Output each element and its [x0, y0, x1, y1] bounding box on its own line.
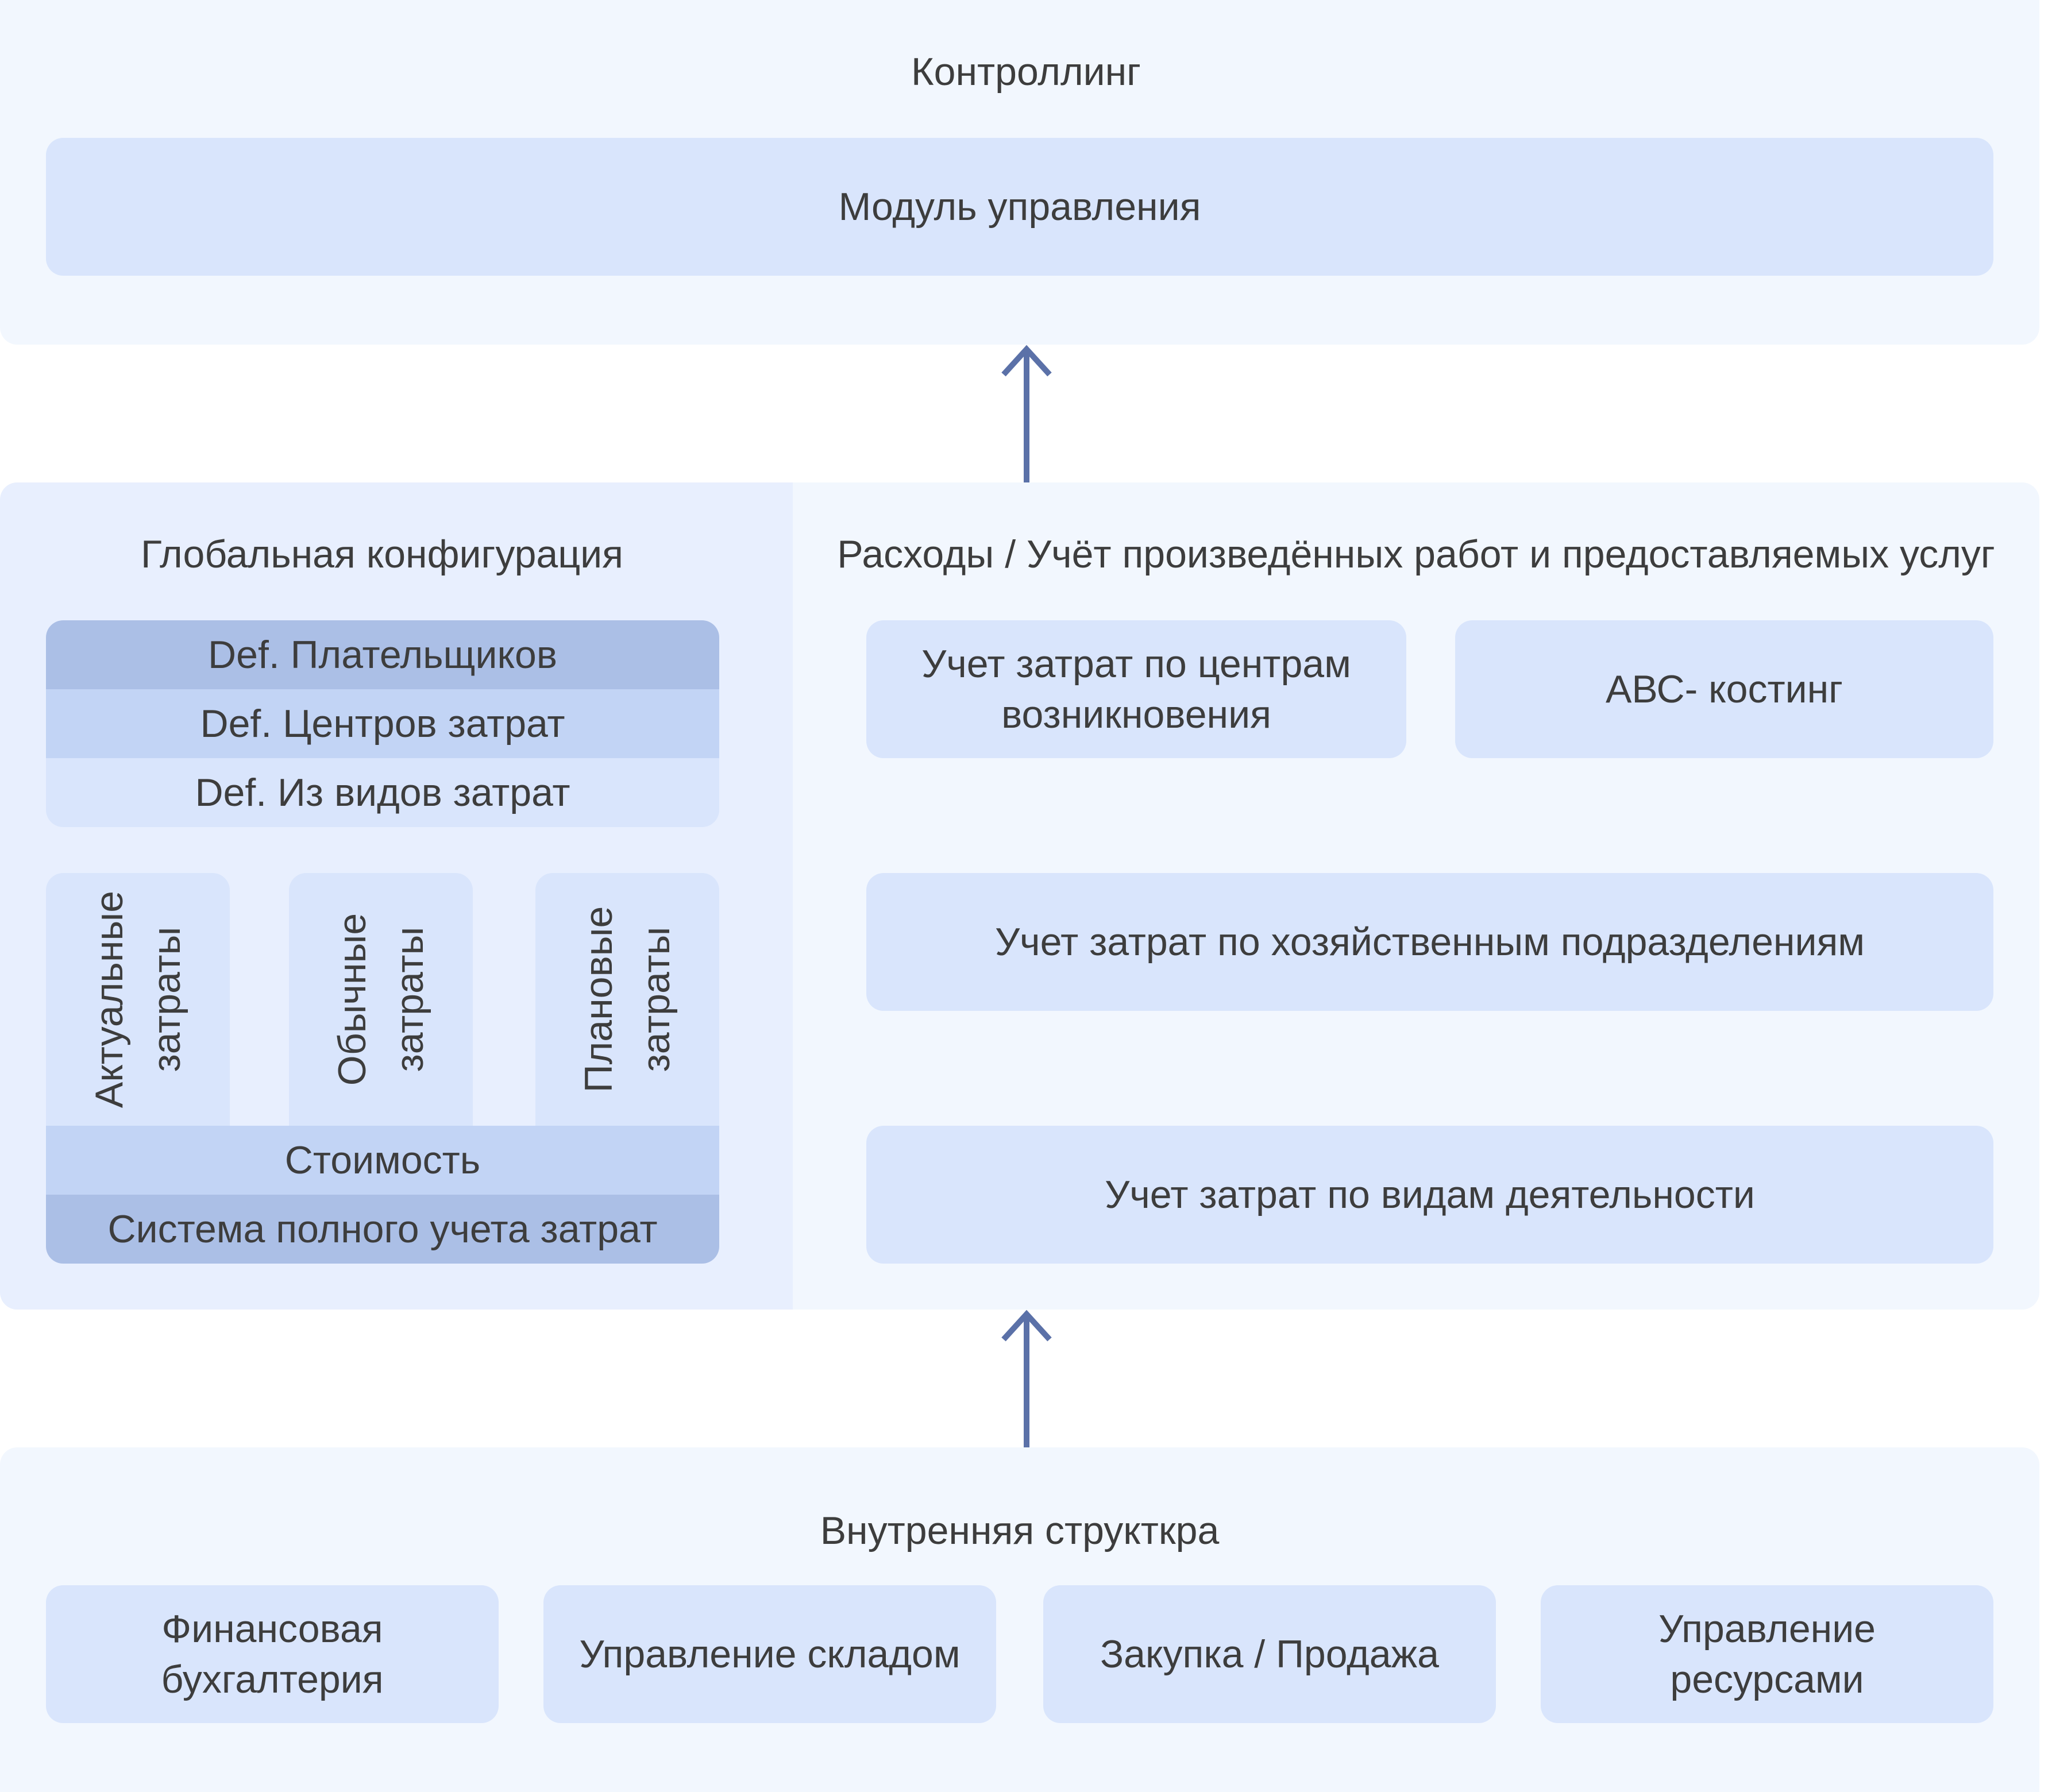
usual-costs-line2: затраты	[388, 926, 431, 1072]
warehouse-management-line1: Управление складом	[579, 1632, 961, 1676]
management-module-box: Модуль управления	[46, 138, 1993, 276]
actual-costs-column: Актуальные затраты	[46, 873, 230, 1126]
controlling-title: Контроллинг	[911, 50, 1141, 94]
def-cost-types-row: Def. Из видов затрат	[46, 758, 719, 827]
cost-centers-line2: возникновения	[1001, 693, 1271, 736]
abc-costing-box: АВС- костинг	[1455, 620, 1993, 758]
planned-costs-column: Плановые затраты	[535, 873, 719, 1126]
usual-costs-line1: Обычные	[330, 913, 374, 1086]
business-units-box: Учет затрат по хозяйственным подразделен…	[866, 873, 1993, 1011]
usual-costs-column: Обычные затраты	[289, 873, 473, 1126]
expenses-title: Расходы / Учёт произведённых работ и пре…	[837, 532, 1995, 576]
cost-centers-box: Учет затрат по центрам возникновения	[866, 620, 1406, 758]
purchase-sale-box: Закупка / Продажа	[1043, 1585, 1496, 1723]
planned-costs-line1: Плановые	[577, 906, 620, 1093]
arrow-up-icon	[1001, 1310, 1052, 1447]
actual-costs-line2: затраты	[145, 926, 188, 1072]
financial-accounting-line2: бухгалтерия	[161, 1658, 384, 1701]
cost-row: Стоимость	[46, 1126, 719, 1195]
internal-structure-title: Внутренняя структкра	[820, 1509, 1220, 1552]
resource-management-line2: ресурсами	[1670, 1658, 1864, 1701]
resource-management-box: Управление ресурсами	[1541, 1585, 1993, 1723]
resource-management-line1: Управление	[1658, 1607, 1876, 1651]
financial-accounting-line1: Финансовая	[161, 1607, 383, 1651]
cost-stack: Стоимость Система полного учета затрат	[46, 1126, 719, 1264]
full-system-row: Система полного учета затрат	[46, 1195, 719, 1264]
cost-centers-line1: Учет затрат по центрам	[921, 642, 1351, 686]
purchase-sale-line1: Закупка / Продажа	[1100, 1632, 1439, 1676]
arrow-up-icon	[1001, 345, 1052, 482]
warehouse-management-box: Управление складом	[543, 1585, 996, 1723]
financial-accounting-box: Финансовая бухгалтерия	[46, 1585, 499, 1723]
internal-structure-panel: Внутренняя структкра Финансовая бухгалте…	[0, 1447, 2039, 1792]
def-cost-centers-row: Def. Центров затрат	[46, 689, 719, 758]
activity-types-box: Учет затрат по видам деятельности	[866, 1126, 1993, 1264]
global-config-title: Глобальная конфигурация	[141, 532, 623, 576]
planned-costs-line2: затраты	[634, 926, 678, 1072]
def-stack: Def. Плательщиков Def. Центров затрат De…	[46, 620, 719, 827]
actual-costs-line1: Актуальные	[87, 890, 131, 1109]
controlling-panel: Контроллинг Модуль управления	[0, 0, 2039, 345]
def-payers-row: Def. Плательщиков	[46, 620, 719, 689]
